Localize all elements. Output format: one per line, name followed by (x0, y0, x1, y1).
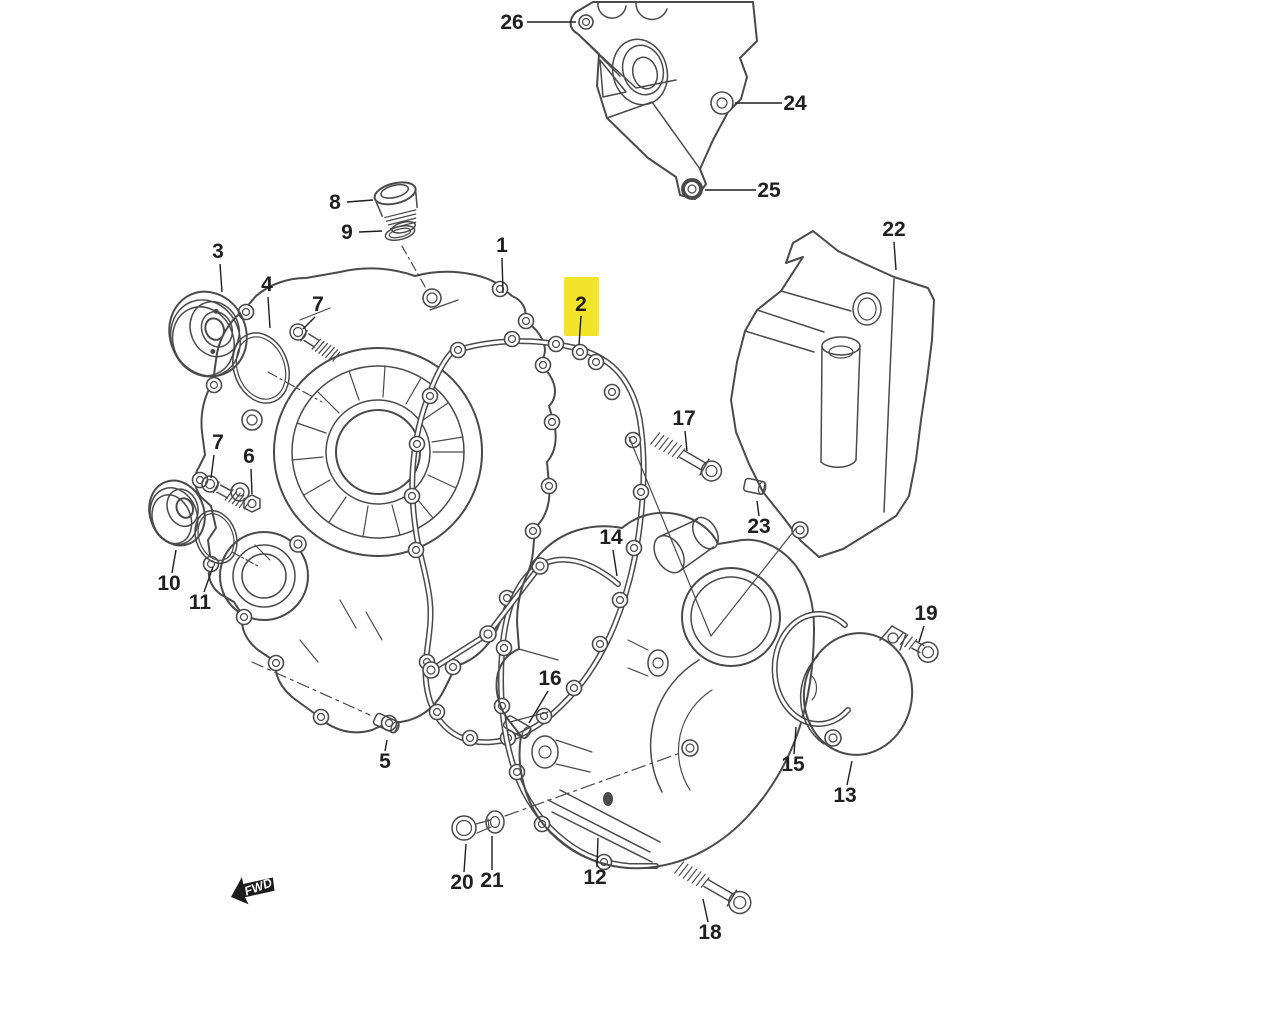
callout-26[interactable]: 26 (500, 11, 576, 34)
callout-6[interactable]: 6 (243, 445, 255, 495)
svg-text:18: 18 (698, 921, 722, 944)
svg-text:10: 10 (157, 572, 180, 595)
centerline-4 (267, 371, 323, 403)
callout-2[interactable]: 2 (564, 277, 599, 346)
part-drawing-1-clutch-cover (191, 267, 561, 734)
callout-19[interactable]: 19 (914, 602, 938, 643)
callout-23[interactable]: 23 (747, 500, 771, 538)
svg-text:3: 3 (212, 240, 224, 263)
callout-7-lower[interactable]: 7 (210, 431, 224, 479)
part-drawing-15-gasket-ring (771, 611, 851, 727)
part-drawing-7-bolt-upper (289, 323, 341, 362)
centerline-5 (251, 661, 371, 716)
part-drawing-17-bolt (650, 432, 723, 482)
svg-text:17: 17 (672, 407, 695, 430)
svg-text:9: 9 (341, 221, 353, 244)
svg-text:14: 14 (599, 526, 623, 549)
callout-labels: 1 2 3 4 5 6 7 7 (157, 11, 937, 944)
svg-text:1: 1 (496, 234, 508, 257)
svg-text:16: 16 (538, 667, 561, 690)
svg-text:20: 20 (450, 871, 473, 894)
svg-text:21: 21 (480, 869, 504, 892)
svg-text:13: 13 (833, 784, 856, 807)
part-drawing-12-housing (495, 511, 815, 870)
svg-text:6: 6 (243, 445, 255, 468)
pointer-lines-17 (628, 436, 798, 637)
callout-16[interactable]: 16 (528, 667, 562, 724)
callout-20[interactable]: 20 (450, 843, 474, 894)
part-drawing-8-filler-cap (373, 181, 418, 234)
callout-10[interactable]: 10 (157, 549, 181, 595)
callout-22[interactable]: 22 (882, 218, 906, 271)
callout-15[interactable]: 15 (781, 726, 805, 776)
part-drawing-11-oring (194, 509, 238, 565)
part-drawing-6-nut (243, 494, 261, 513)
exploded-view-art (148, 1, 939, 915)
svg-text:12: 12 (583, 866, 606, 889)
gasket-2-ears (403, 330, 650, 747)
svg-text:7: 7 (312, 293, 324, 316)
svg-text:26: 26 (500, 11, 523, 34)
part-drawing-7-bolt-lower (201, 475, 251, 510)
part-drawing-5-pin (372, 712, 400, 734)
fwd-arrow-icon (231, 877, 275, 905)
callout-5[interactable]: 5 (379, 739, 391, 773)
svg-text:7: 7 (212, 431, 224, 454)
callout-18[interactable]: 18 (698, 898, 722, 944)
svg-text:22: 22 (882, 218, 905, 241)
part-drawing-19-bolt (895, 631, 939, 663)
part-drawing-13-cover (799, 625, 914, 756)
centerline-11 (231, 551, 259, 567)
part-drawing-9-oring (384, 224, 416, 242)
callout-25[interactable]: 25 (705, 179, 781, 202)
callout-8[interactable]: 8 (329, 191, 374, 214)
svg-text:24: 24 (783, 92, 807, 115)
svg-text:15: 15 (781, 753, 805, 776)
callout-13[interactable]: 13 (833, 760, 857, 807)
callout-9[interactable]: 9 (341, 221, 383, 244)
svg-text:23: 23 (747, 515, 770, 538)
svg-text:19: 19 (914, 602, 937, 625)
svg-text:2: 2 (575, 293, 587, 316)
svg-text:25: 25 (757, 179, 781, 202)
callout-1[interactable]: 1 (496, 234, 508, 294)
centerline-20-21 (504, 751, 684, 817)
highlight-box (564, 277, 599, 336)
radial-ribs (291, 365, 465, 538)
svg-text:11: 11 (189, 591, 212, 614)
svg-text:8: 8 (329, 191, 341, 214)
callout-12[interactable]: 12 (583, 837, 607, 889)
part-drawing-10-cap (148, 479, 206, 547)
callout-4[interactable]: 4 (261, 273, 273, 329)
fwd-label: FWD (242, 876, 274, 899)
part-drawing-20-bolt (451, 815, 492, 841)
centerline-8 (401, 245, 429, 293)
callout-7-upper[interactable]: 7 (302, 293, 324, 330)
svg-text:5: 5 (379, 750, 391, 773)
part-drawing-21-washer (485, 810, 505, 834)
part-drawing-24-bracket (569, 1, 758, 200)
callout-14[interactable]: 14 (599, 526, 623, 577)
part-drawing-16-pin (502, 715, 532, 739)
svg-text:4: 4 (261, 273, 273, 296)
part-drawing-4-oring (232, 332, 290, 404)
callout-24[interactable]: 24 (735, 92, 807, 115)
fwd-marker: FWD (231, 876, 275, 905)
part-drawing-3-cap (168, 290, 248, 378)
part-drawing-22-reservoir (730, 230, 935, 558)
callout-21[interactable]: 21 (480, 836, 504, 892)
callout-17[interactable]: 17 (672, 407, 696, 452)
part-drawing-18-bolt (674, 861, 752, 915)
part-drawing-23-plug (743, 477, 767, 495)
callout-11[interactable]: 11 (189, 566, 214, 614)
callout-3[interactable]: 3 (212, 240, 224, 293)
